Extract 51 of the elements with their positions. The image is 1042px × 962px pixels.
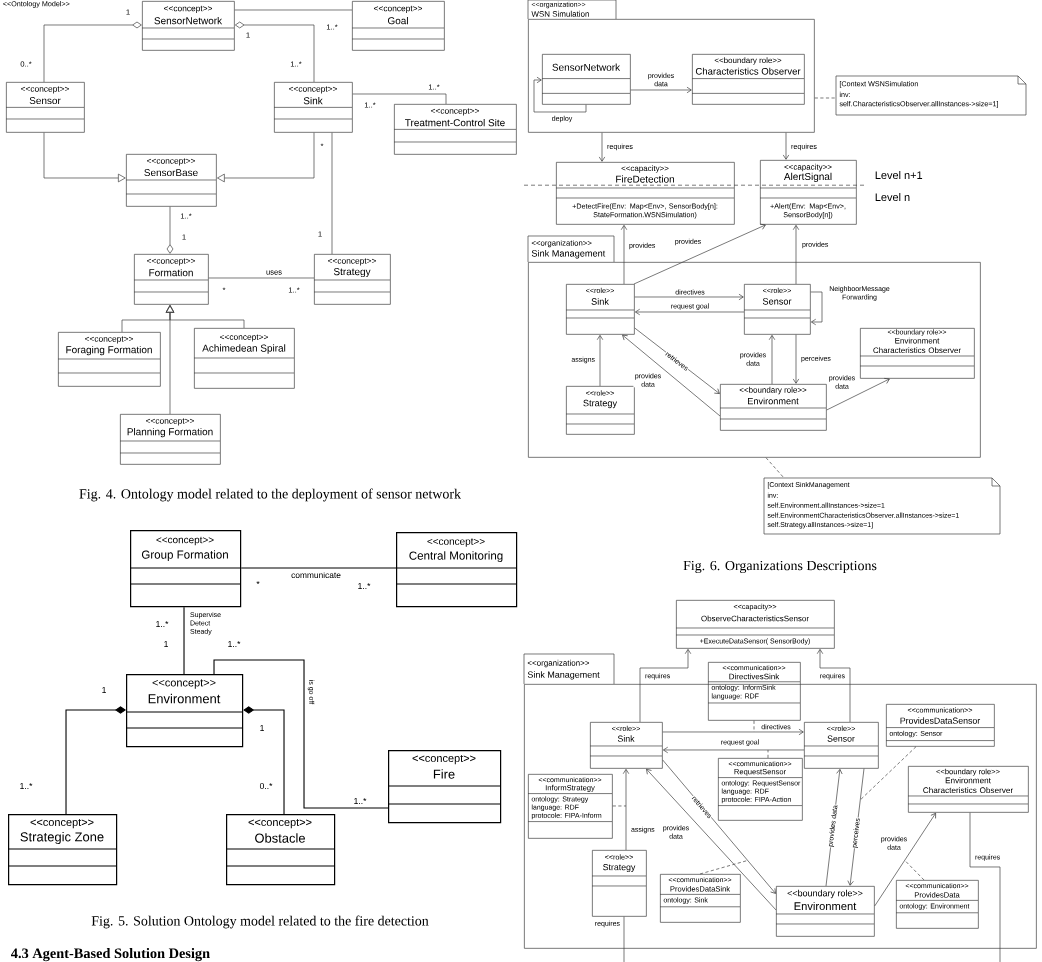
association-line xyxy=(234,9,353,11)
arrow xyxy=(810,291,823,326)
arrow xyxy=(634,293,744,301)
arrow xyxy=(662,728,804,736)
association-line xyxy=(623,916,625,962)
composition-line xyxy=(243,706,285,815)
arrow xyxy=(634,327,720,394)
arrow xyxy=(816,649,851,723)
arrow xyxy=(635,308,745,316)
association-line xyxy=(240,567,397,569)
dashed-line xyxy=(699,860,748,875)
dashed-line xyxy=(753,720,755,733)
aggregation-line xyxy=(43,21,142,83)
association-line xyxy=(352,93,447,105)
arrow xyxy=(620,225,628,285)
inheritance-arrow xyxy=(165,305,175,415)
arrow xyxy=(662,759,776,894)
arrow xyxy=(596,335,604,387)
arrow xyxy=(826,378,890,411)
association-line xyxy=(183,606,185,675)
association-line xyxy=(213,659,389,809)
arrow xyxy=(639,649,692,723)
dashed-line xyxy=(814,97,837,99)
arrow xyxy=(874,812,936,907)
arrow xyxy=(847,768,865,886)
arrow xyxy=(792,334,800,384)
arrow xyxy=(622,769,630,851)
arrow xyxy=(663,746,805,754)
dashed-line xyxy=(765,457,785,479)
arrow xyxy=(825,769,843,887)
arrow xyxy=(646,768,777,911)
association-line xyxy=(208,277,315,279)
dashed-line xyxy=(612,805,627,807)
arrow xyxy=(782,132,790,160)
inheritance-arrow xyxy=(217,132,315,183)
dashed-line xyxy=(904,859,925,881)
arrow xyxy=(792,225,800,285)
aggregation-line xyxy=(166,206,174,254)
dashed-line xyxy=(767,749,769,759)
association-line xyxy=(969,812,1001,962)
dashed-line xyxy=(859,746,917,801)
aggregation-line xyxy=(235,21,315,83)
association-line xyxy=(331,132,333,255)
arrow xyxy=(630,86,692,94)
arrow xyxy=(768,335,776,385)
inheritance-arrow xyxy=(43,132,126,183)
arrow xyxy=(598,132,606,162)
arrow xyxy=(633,223,766,285)
composition-line xyxy=(65,706,126,815)
arrow xyxy=(622,334,721,417)
arrow xyxy=(533,76,587,113)
